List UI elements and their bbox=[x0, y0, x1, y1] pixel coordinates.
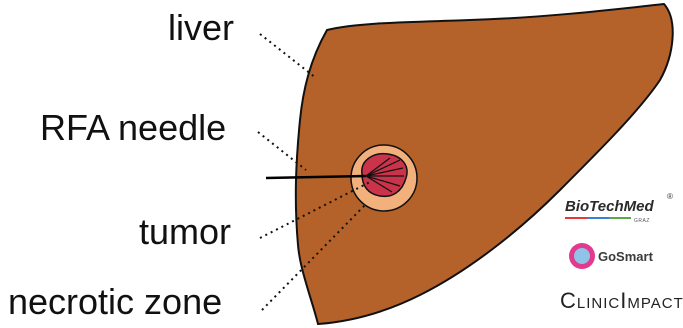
biotechmed-graz: GRAZ bbox=[634, 218, 650, 224]
leader-liver bbox=[260, 34, 316, 78]
label-rfa-needle: RFA needle bbox=[40, 110, 226, 146]
label-tumor: tumor bbox=[139, 214, 231, 250]
gosmart-logo-icon bbox=[569, 243, 595, 269]
label-liver: liver bbox=[168, 10, 234, 46]
biotech-underline bbox=[565, 217, 631, 219]
clinicimpact-logo: ClinicImpact bbox=[560, 288, 683, 314]
biotechmed-logo: BioTechMed bbox=[565, 198, 654, 215]
liver-shape bbox=[296, 4, 673, 324]
biotechmed-registered-mark: ® bbox=[667, 192, 673, 201]
gosmart-logo: GoSmart bbox=[598, 249, 653, 264]
label-necrotic-zone: necrotic zone bbox=[8, 284, 222, 320]
